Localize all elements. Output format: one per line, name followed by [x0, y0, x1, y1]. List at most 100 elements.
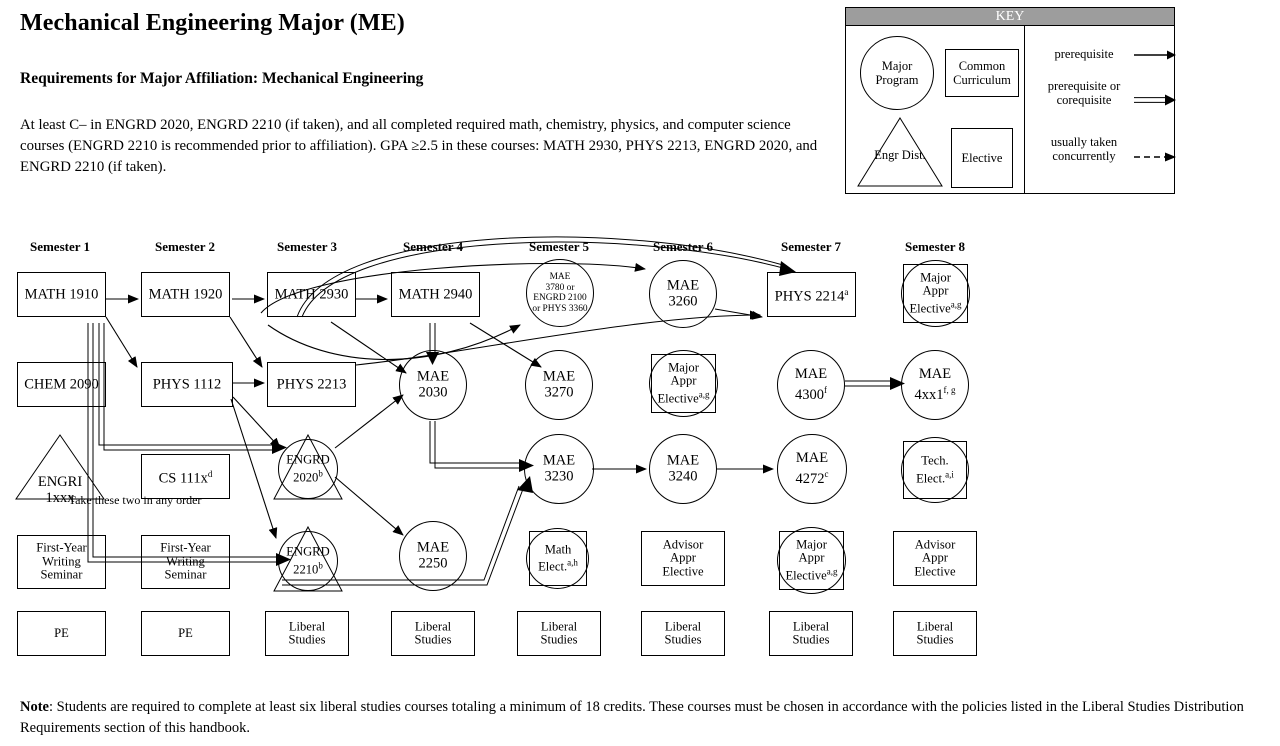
node-chem2090-label: CHEM 2090	[24, 375, 99, 392]
node-major-appr-elective-sem8[interactable]: Major Appr Electivea,g	[901, 260, 970, 327]
node-mae3780-alternatives[interactable]: MAE 3780 or ENGRD 2100 or PHYS 3360	[526, 259, 594, 327]
node-liberal-studies-sem7[interactable]: Liberal Studies	[769, 611, 853, 656]
node-mae4xx1-label: MAE 4xx1	[914, 366, 952, 403]
node-advisor-appr-elective-sem6[interactable]: Advisor Appr Elective	[641, 531, 725, 586]
node-mae4272-sup: c	[824, 468, 829, 479]
semester-header-3: Semester 3	[276, 239, 338, 254]
engr-dist-circle	[278, 531, 338, 591]
node-mae2250-label: MAE 2250	[416, 539, 450, 571]
node-advisor-appr-elective-sem8[interactable]: Advisor Appr Elective	[893, 531, 977, 586]
key-title: KEY	[846, 8, 1174, 26]
node-pe-sem2-label: PE	[178, 625, 193, 640]
node-engrd2020[interactable]: ENGRD 2020b	[272, 430, 344, 504]
node-mae4300-sup: f	[824, 384, 827, 395]
node-pe-sem2[interactable]: PE	[141, 611, 230, 656]
node-mae4xx1-sup: f, g	[943, 384, 956, 395]
node-phys1112[interactable]: PHYS 1112	[141, 362, 233, 407]
node-cs111x-label: CS 111x	[158, 470, 208, 487]
node-advisor-appr-elective-sem6-label: Advisor Appr Elective	[662, 537, 704, 579]
node-major-appr-elective-sem8-label: Major Appr Elective	[909, 270, 951, 316]
node-mae2030[interactable]: MAE 2030	[399, 350, 467, 420]
semester-header-1: Semester 1	[29, 239, 91, 254]
elective-circle	[649, 350, 718, 417]
node-phys2214[interactable]: PHYS 2214a	[767, 272, 856, 317]
node-mae3260-label: MAE 3260	[666, 277, 700, 309]
node-mae3230[interactable]: MAE 3230	[524, 434, 594, 504]
node-mae4272-label: MAE 4272	[795, 450, 829, 487]
node-fws-sem1[interactable]: First-Year Writing Seminar	[17, 535, 106, 589]
node-mae3270-label: MAE 3270	[542, 368, 576, 400]
node-major-appr-elective-sem7-sup: a,g	[826, 566, 838, 577]
node-math1920[interactable]: MATH 1920	[141, 272, 230, 317]
node-math1910[interactable]: MATH 1910	[17, 272, 106, 317]
node-major-appr-elective-sem7[interactable]: Major Appr Electivea,g	[777, 527, 846, 594]
node-mae3240[interactable]: MAE 3240	[649, 434, 717, 504]
key-divider	[1024, 26, 1025, 194]
node-liberal-studies-sem3[interactable]: Liberal Studies	[265, 611, 349, 656]
take-these-two-in-any-order-note: Take these two in any order	[68, 493, 202, 507]
node-math-elective[interactable]: Math Elect.a,h	[526, 528, 589, 589]
key-shape-common-curriculum-label: Common Curriculum	[953, 59, 1011, 87]
node-major-appr-elective-sem6-sup: a,g	[698, 389, 710, 400]
semester-header-7: Semester 7	[780, 239, 842, 254]
key-arrow-prereq-or-coreq-icon	[1134, 94, 1176, 106]
key-shape-elective: Elective	[951, 128, 1013, 188]
key-shape-major-program: Major Program	[860, 36, 934, 110]
node-engrd2020-sup: b	[318, 467, 323, 478]
requirements-heading: Requirements for Major Affiliation: Mech…	[20, 70, 424, 87]
elective-circle	[901, 437, 969, 503]
node-engrd2210-sup: b	[318, 559, 323, 570]
node-tech-elective[interactable]: Tech. Elect.a,i	[901, 437, 969, 503]
node-engrd2210[interactable]: ENGRD 2210b	[272, 522, 344, 596]
node-math1910-label: MATH 1910	[24, 285, 99, 302]
node-phys2213[interactable]: PHYS 2213	[267, 362, 356, 407]
node-engri1xxx[interactable]: ENGRI 1xxx	[14, 433, 106, 505]
page-title: Mechanical Engineering Major (ME)	[20, 10, 405, 36]
node-mae2250[interactable]: MAE 2250	[399, 521, 467, 591]
node-math2930[interactable]: MATH 2930	[267, 272, 356, 317]
node-math-elective-sup: a,h	[567, 557, 578, 568]
key-shape-major-program-label: Major Program	[875, 59, 919, 87]
node-liberal-studies-sem5[interactable]: Liberal Studies	[517, 611, 601, 656]
key-shape-elective-label: Elective	[961, 151, 1003, 165]
node-engrd2020-label: ENGRD 2020	[286, 452, 330, 485]
node-liberal-studies-sem8[interactable]: Liberal Studies	[893, 611, 977, 656]
triangle-icon	[857, 117, 943, 187]
semester-header-6: Semester 6	[652, 239, 714, 254]
node-major-appr-elective-sem6[interactable]: Major Appr Electivea,g	[649, 350, 718, 417]
node-engri1xxx-label: ENGRI 1xxx	[37, 474, 83, 506]
node-liberal-studies-sem3-label: Liberal Studies	[288, 618, 326, 647]
node-major-appr-elective-sem6-label: Major Appr Elective	[657, 360, 699, 406]
node-mae3260[interactable]: MAE 3260	[649, 260, 717, 328]
node-mae3270[interactable]: MAE 3270	[525, 350, 593, 420]
node-fws-sem1-label: First-Year Writing Seminar	[36, 540, 87, 582]
semester-header-2: Semester 2	[154, 239, 216, 254]
node-mae4300[interactable]: MAE 4300f	[777, 350, 845, 420]
node-liberal-studies-sem6[interactable]: Liberal Studies	[641, 611, 725, 656]
curriculum-flowchart: Semester 1 Semester 2 Semester 3 Semeste…	[0, 205, 1280, 675]
node-liberal-studies-sem8-label: Liberal Studies	[916, 618, 954, 647]
node-math2940[interactable]: MATH 2940	[391, 272, 480, 317]
footer-note-text: : Students are required to complete at l…	[20, 699, 1244, 736]
node-phys2213-label: PHYS 2213	[276, 375, 347, 392]
node-chem2090[interactable]: CHEM 2090	[17, 362, 106, 407]
node-mae3780-alternatives-label: MAE 3780 or ENGRD 2100 or PHYS 3360	[532, 271, 588, 314]
footer-note-label: Note	[20, 699, 49, 715]
key-legend-usually-concurrent-label: usually taken concurrently	[1050, 135, 1118, 163]
node-liberal-studies-sem7-label: Liberal Studies	[792, 618, 830, 647]
elective-circle	[777, 527, 846, 594]
node-fws-sem2[interactable]: First-Year Writing Seminar	[141, 535, 230, 589]
key-legend-box: KEY Major Program Common Curriculum Engr…	[845, 7, 1176, 194]
node-pe-sem1[interactable]: PE	[17, 611, 106, 656]
node-phys2214-label: PHYS 2214	[774, 288, 845, 305]
node-mae3230-label: MAE 3230	[542, 452, 576, 484]
node-mae4272[interactable]: MAE 4272c	[777, 434, 847, 504]
node-fws-sem2-label: First-Year Writing Seminar	[160, 540, 211, 582]
node-engrd2210-label: ENGRD 2210	[286, 544, 330, 577]
node-math2940-label: MATH 2940	[398, 285, 473, 302]
node-major-appr-elective-sem7-label: Major Appr Elective	[785, 537, 827, 583]
elective-circle	[901, 260, 970, 327]
node-mae4xx1[interactable]: MAE 4xx1f, g	[901, 350, 969, 420]
node-cs111x[interactable]: CS 111xd	[141, 454, 230, 499]
node-liberal-studies-sem4[interactable]: Liberal Studies	[391, 611, 475, 656]
